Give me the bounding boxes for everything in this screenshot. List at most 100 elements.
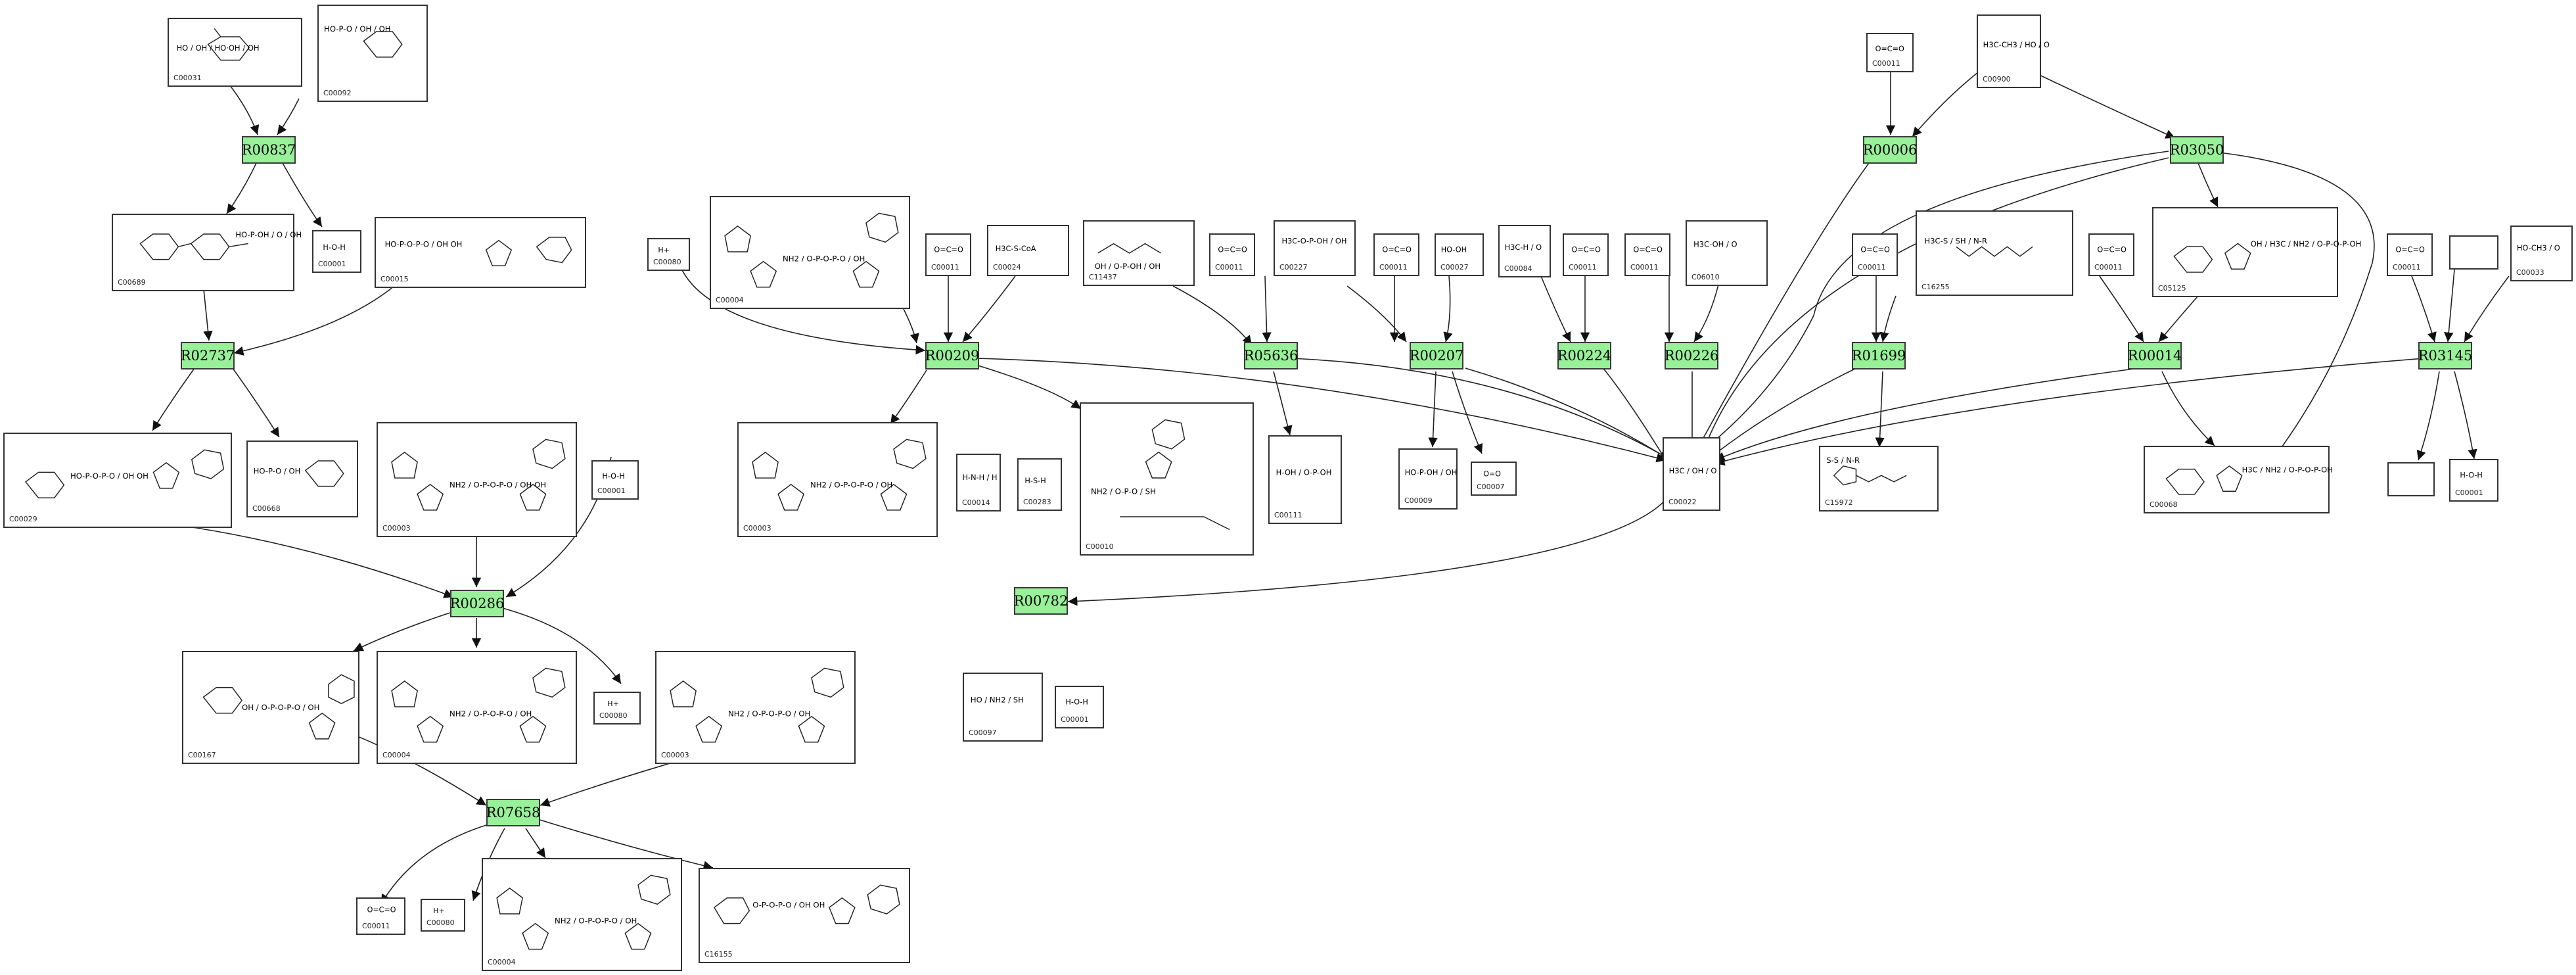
compound-node[interactable]: O-P-O-P-O / OH OH C16155 <box>699 868 910 963</box>
compound-id: C00080 <box>599 711 628 720</box>
compound-id: C00014 <box>962 498 990 507</box>
compound-node[interactable]: NH2 / O-P-O / SH C00010 <box>1080 402 1254 556</box>
molecule-structure-icon: O=C=O <box>1218 245 1247 254</box>
molecule-structure-icon: H3C-H / O <box>1505 243 1542 252</box>
compound-node[interactable]: H3C-O-P-OH / OH C00227 <box>1274 220 1356 276</box>
compound-node[interactable]: HO-P-O / OH / OH C00092 <box>317 5 428 102</box>
compound-node[interactable]: H+ C00080 <box>593 692 641 725</box>
compound-node[interactable]: H-OH / O-P-OH C00111 <box>1268 435 1342 524</box>
compound-node[interactable]: HO-CH3 / O C00033 <box>2510 226 2573 281</box>
reaction-node[interactable]: R02737 <box>181 342 235 369</box>
compound-id: C00033 <box>2516 268 2544 277</box>
compound-node[interactable]: HO / NH2 / SH C00097 <box>963 673 1043 742</box>
compound-id: C00004 <box>382 751 411 759</box>
compound-node[interactable]: H3C-CH3 / HO / O C00900 <box>1977 14 2050 88</box>
reaction-node[interactable]: R00209 <box>925 342 979 369</box>
compound-node[interactable]: H3C / OH / O C00022 <box>1663 437 1720 511</box>
compound-node[interactable]: H3C / NH2 / O-P-O-P-OH C00068 <box>2144 446 2333 513</box>
reaction-node[interactable]: R07658 <box>486 799 540 826</box>
structure-text: HO-P-O / OH <box>254 466 301 475</box>
compound-node[interactable]: O=C=O C00011 <box>356 897 405 935</box>
molecule-structure-icon: NH2 / O-P-O / SH <box>1091 419 1230 531</box>
compound-node[interactable]: O=C=O C00011 <box>1209 233 1255 276</box>
compound-id: C00011 <box>1872 59 1900 68</box>
edge <box>1428 371 1438 448</box>
structure-text: H+ <box>607 700 619 708</box>
compound-node[interactable]: O=O C00007 <box>1471 462 1517 496</box>
compound-node[interactable]: O=C=O C00011 <box>1852 233 1898 276</box>
structure-text: H-S-H <box>1024 477 1046 485</box>
compound-node[interactable]: OH / H3C / NH2 / O-P-O-P-OH C05125 <box>2152 207 2361 297</box>
compound-node[interactable]: HO-OH C00027 <box>1435 233 1484 276</box>
edge <box>229 85 260 135</box>
edge <box>1443 275 1453 343</box>
compound-node[interactable]: OH / O-P-OH / OH C11437 <box>1083 220 1195 286</box>
edge <box>2464 275 2510 343</box>
edge <box>535 818 714 870</box>
compound-node[interactable]: H-N-H / H C00014 <box>956 454 1001 511</box>
compound-node[interactable]: HO-P-O / OH C00668 <box>246 440 358 517</box>
compound-node[interactable]: O=C=O C00011 <box>1866 33 1914 72</box>
edge <box>232 368 280 438</box>
compound-node[interactable]: OH / O-P-O-P-O / OH C00167 <box>182 651 359 764</box>
compound-node[interactable]: O=C=O C00011 <box>2387 233 2433 276</box>
structure-text: NH2 / O-P-O-P-O / OH OH <box>449 481 546 490</box>
structure-text: O=C=O <box>1382 245 1412 254</box>
reaction-node[interactable]: R00226 <box>1665 342 1718 369</box>
edge <box>226 162 257 214</box>
compound-node[interactable]: O=C=O C00011 <box>1624 233 1670 276</box>
compound-node[interactable]: HO-P-OH / O / OH C00689 <box>112 214 302 291</box>
compound-node[interactable]: H3C-S-CoA C00024 <box>987 225 1069 276</box>
compound-node[interactable]: H-O-H C00001 <box>2449 459 2498 502</box>
reaction-node[interactable]: R03145 <box>2418 342 2472 369</box>
compound-node[interactable]: NH2 / O-P-O-P-O / OH C00004 <box>377 651 577 764</box>
compound-node[interactable]: HO-P-OH / OH C00009 <box>1398 448 1458 510</box>
edge <box>2033 72 2176 139</box>
compound-node[interactable]: O=C=O C00011 <box>1373 233 1419 276</box>
compound-node[interactable]: O=C=O C00011 <box>925 233 971 276</box>
reaction-node[interactable]: R00782 <box>1014 587 1068 615</box>
edge <box>1708 368 1857 460</box>
reaction-node[interactable]: R03050 <box>2170 136 2224 164</box>
reaction-node[interactable]: R00837 <box>242 136 296 164</box>
compound-node[interactable]: O=C=O C00011 <box>1563 233 1609 276</box>
reaction-node[interactable]: R01699 <box>1852 342 1906 369</box>
reaction-node[interactable]: R00207 <box>1410 342 1463 369</box>
reaction-node[interactable]: R00286 <box>450 590 504 617</box>
compound-node[interactable]: NH2 / O-P-O-P-O / OH C00004 <box>482 858 682 971</box>
compound-node[interactable]: NH2 / O-P-O-P-O / OH C00004 <box>710 196 910 309</box>
compound-node[interactable]: H3C-S / SH / N-R C16255 <box>1916 210 2073 296</box>
structure-text: H-O-H <box>323 243 346 252</box>
compound-node[interactable]: H3C-H / O C00084 <box>1498 225 1551 277</box>
compound-node[interactable]: H-O-H C00001 <box>1055 686 1104 728</box>
structure-text: H3C-OH / O <box>1693 239 1737 249</box>
compound-node[interactable]: H-O-H C00001 <box>591 460 639 500</box>
compound-node[interactable]: NH2 / O-P-O-P-O / OH C00003 <box>655 651 856 764</box>
compound-node[interactable]: HO / OH / HO·OH / OH C00031 <box>168 18 302 87</box>
compound-node[interactable] <box>2449 235 2498 270</box>
molecule-structure-icon: H3C / OH / O <box>1669 466 1717 475</box>
compound-node[interactable]: NH2 / O-P-O-P-O / OH C00003 <box>737 422 938 537</box>
reaction-node[interactable]: R00224 <box>1557 342 1611 369</box>
edge <box>1452 371 1483 454</box>
structure-text: NH2 / O-P-O-P-O / OH <box>783 254 865 264</box>
structure-text: O=O <box>1483 469 1501 478</box>
compound-node[interactable]: H+ C00080 <box>421 899 465 932</box>
compound-node[interactable]: H+ C00080 <box>647 238 690 271</box>
reaction-node[interactable]: R00006 <box>1863 136 1917 164</box>
compound-node[interactable]: NH2 / O-P-O-P-O / OH OH C00003 <box>377 422 577 537</box>
reaction-node[interactable]: R05636 <box>1244 342 1298 369</box>
compound-node[interactable]: H3C-OH / O C06010 <box>1686 220 1768 286</box>
compound-node[interactable] <box>2387 462 2435 496</box>
compound-node[interactable]: H-O-H C00001 <box>312 230 361 273</box>
structure-text: H3C-CH3 / HO / O <box>1983 40 2050 49</box>
compound-node[interactable]: S-S / N-R C15972 <box>1819 446 1939 511</box>
compound-node[interactable]: O=C=O C00011 <box>2088 233 2134 276</box>
compound-node[interactable]: HO-P-O-P-O / OH OH C00015 <box>375 217 586 288</box>
edge <box>1540 275 1571 343</box>
reaction-node[interactable]: R00014 <box>2128 342 2182 369</box>
compound-node[interactable]: HO-P-O-P-O / OH OH C00029 <box>3 433 232 528</box>
compound-node[interactable]: H-S-H C00283 <box>1017 458 1062 511</box>
edge <box>1346 285 1407 343</box>
structure-text: HO / NH2 / SH <box>971 695 1024 704</box>
